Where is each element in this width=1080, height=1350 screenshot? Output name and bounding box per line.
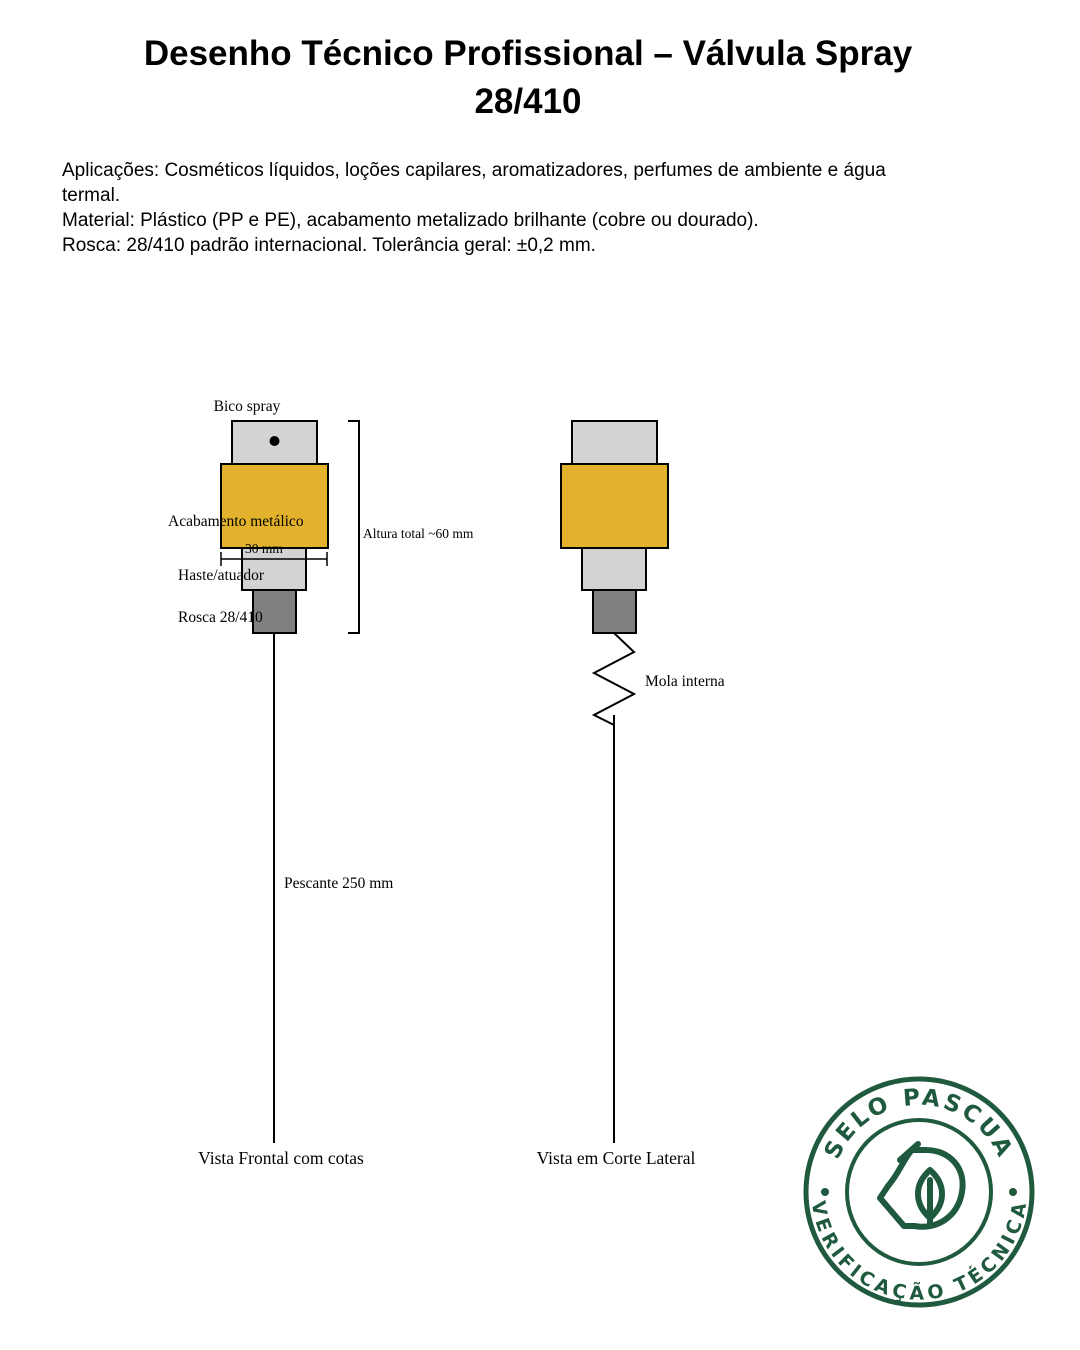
hand-leaf-icon <box>877 1141 966 1230</box>
label-nozzle: Bico spray <box>214 398 281 415</box>
front-stem <box>241 547 307 591</box>
applications-text: Aplicações: Cosméticos líquidos, loções … <box>62 160 886 181</box>
label-height-dimension: Altura total ~60 mm <box>363 526 474 541</box>
label-width-dimension: 30 mm <box>245 541 283 556</box>
stamp-dot-right <box>1009 1188 1017 1196</box>
title-line-2: 28/410 <box>474 82 582 121</box>
label-metal-finish: Acabamento metálico <box>168 513 304 530</box>
label-spring: Mola interna <box>645 673 725 690</box>
stamp-inner-ring <box>845 1118 993 1266</box>
front-view-caption: Vista Frontal com cotas <box>198 1148 364 1168</box>
thread-text: Rosca: 28/410 padrão internacional. Tole… <box>62 235 596 256</box>
front-thread <box>252 589 297 634</box>
stamp-outer-ring <box>803 1076 1035 1308</box>
description-block: Aplicações: Cosméticos líquidos, loções … <box>62 158 1022 258</box>
front-metal-collar <box>220 463 329 549</box>
height-dimension-bracket <box>348 420 360 634</box>
material-text: Material: Plástico (PP e PE), acabamento… <box>62 210 759 231</box>
verification-stamp: SELO PASCUA VERIFICAÇÃO TÉCNICA <box>803 1076 1035 1308</box>
side-view-caption: Vista em Corte Lateral <box>537 1148 696 1168</box>
internal-spring <box>591 632 637 726</box>
stamp-bottom-text: VERIFICAÇÃO TÉCNICA <box>807 1199 1032 1304</box>
side-metal-collar <box>560 463 669 549</box>
page-title: Desenho Técnico Profissional – Válvula S… <box>60 30 996 126</box>
label-stem: Haste/atuador <box>178 567 265 584</box>
title-line-1: Desenho Técnico Profissional – Válvula S… <box>143 34 913 73</box>
front-nozzle-orifice <box>269 436 280 446</box>
side-thread <box>592 589 637 634</box>
applications-text-cont: termal. <box>62 185 121 206</box>
front-view: Bico spray Acabamento metálico 30 mm Has… <box>168 398 474 1168</box>
stamp-dot-left <box>821 1188 829 1196</box>
side-nozzle-block <box>571 420 658 465</box>
label-thread: Rosca 28/410 <box>178 609 263 626</box>
side-view: Mola interna Vista em Corte Lateral <box>537 420 725 1168</box>
side-stem <box>581 547 647 591</box>
label-dip-tube: Pescante 250 mm <box>284 875 393 892</box>
